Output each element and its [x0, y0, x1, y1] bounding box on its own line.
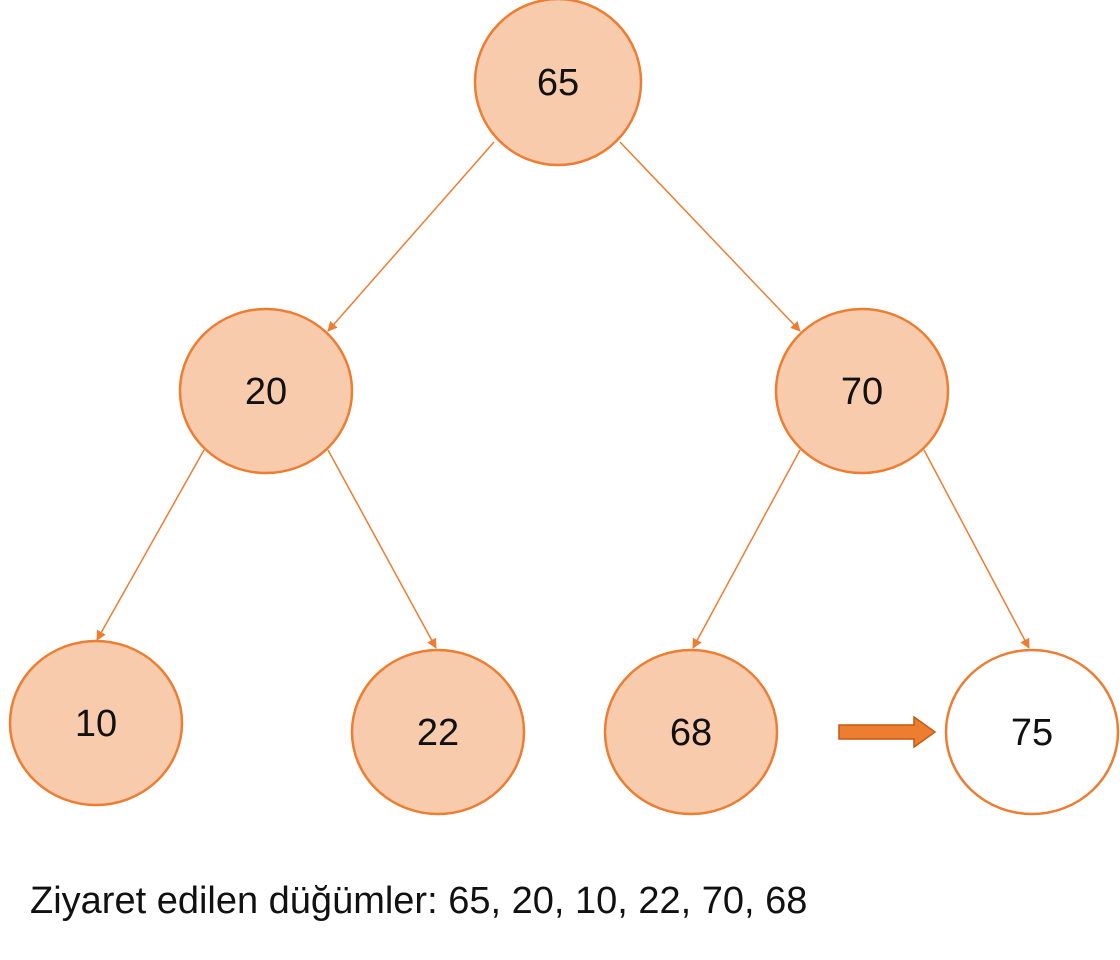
edge-70-75 [923, 449, 1030, 649]
tree-node-65: 65 [473, 0, 643, 167]
tree-node-68: 68 [603, 648, 779, 816]
node-value: 22 [417, 712, 459, 754]
edge-20-22 [327, 449, 437, 649]
edges-group [96, 141, 1030, 649]
tree-node-70: 70 [774, 307, 950, 475]
node-value: 75 [1011, 712, 1053, 754]
tree-node-75: 75 [944, 648, 1120, 816]
right-arrow-icon [838, 715, 937, 749]
node-circle [178, 307, 354, 475]
edge-20-10 [96, 449, 205, 641]
node-circle [473, 0, 643, 167]
visited-nodes-caption: Ziyaret edilen düğümler: 65, 20, 10, 22,… [30, 880, 808, 922]
nodes-group: 65 20 70 10 22 68 75 [8, 0, 1120, 816]
node-value: 70 [841, 371, 883, 413]
edge-65-20 [327, 141, 495, 332]
node-value: 65 [537, 62, 579, 104]
edge-65-70 [619, 141, 801, 332]
node-circle [350, 648, 526, 816]
node-circle [944, 648, 1120, 816]
node-circle [8, 639, 184, 807]
node-value: 10 [75, 703, 117, 745]
node-value: 68 [670, 712, 712, 754]
tree-node-20: 20 [178, 307, 354, 475]
tree-node-22: 22 [350, 648, 526, 816]
tree-node-10: 10 [8, 639, 184, 807]
edge-70-68 [692, 449, 801, 649]
node-circle [603, 648, 779, 816]
node-circle [774, 307, 950, 475]
node-value: 20 [245, 371, 287, 413]
